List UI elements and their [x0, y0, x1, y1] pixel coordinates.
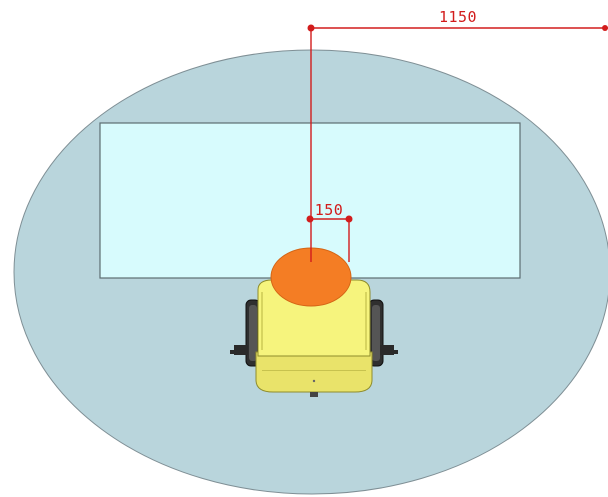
offset-end-dot [345, 215, 353, 223]
anti-tip-wheel [310, 392, 318, 397]
reach-label: 1150 [439, 8, 477, 26]
offset-label: 150 [315, 201, 344, 219]
left-push-handle [230, 345, 248, 355]
offset-start-dot [306, 215, 314, 223]
offset-dimension: 150 [306, 201, 353, 262]
reach-start-dot [307, 24, 315, 32]
seat-back [255, 351, 373, 393]
reach-dimension: 1150 [307, 8, 608, 262]
right-push-handle [380, 345, 398, 355]
reach-end-dot [602, 25, 608, 31]
